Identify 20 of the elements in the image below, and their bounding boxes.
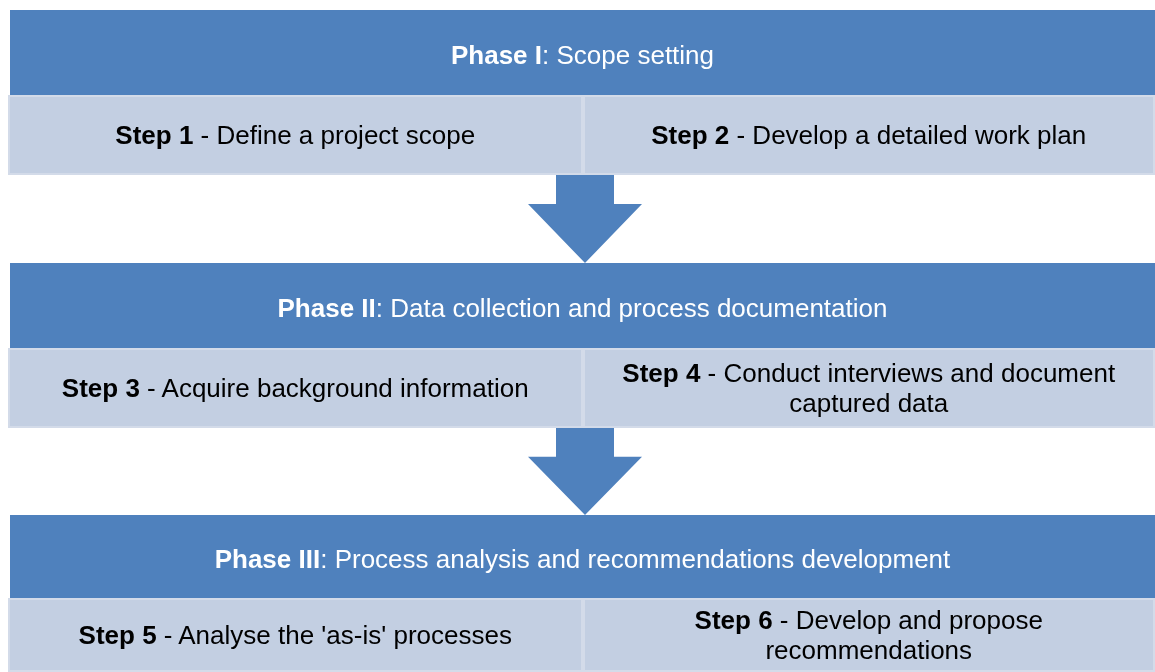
step-text: Step 1 - Define a project scope bbox=[115, 120, 476, 150]
step-text: Step 6 - Develop and propose recommendations bbox=[693, 605, 1044, 665]
phase-heading: Phase I: Scope setting bbox=[450, 39, 715, 72]
step-box bbox=[8, 348, 583, 428]
phase-band bbox=[10, 10, 1155, 175]
phase-band bbox=[10, 515, 1155, 672]
phase-band bbox=[10, 263, 1155, 428]
step-box bbox=[582, 598, 1155, 672]
phase-heading: Phase III: Process analysis and recommendations development bbox=[214, 543, 951, 576]
step-text: Step 3 - Acquire background information bbox=[61, 373, 529, 403]
step-text: Step 4 - Conduct interviews and document captured data bbox=[621, 358, 1117, 418]
step-text: Step 2 - Develop a detailed work plan bbox=[651, 120, 1087, 150]
block-arrow bbox=[528, 175, 642, 263]
step-text: Step 5 - Analyse the 'as-is' processes bbox=[78, 620, 512, 650]
step-box bbox=[582, 348, 1155, 428]
block-arrow bbox=[528, 428, 642, 515]
step-box bbox=[8, 95, 583, 175]
step-box bbox=[8, 598, 583, 672]
step-box bbox=[582, 95, 1155, 175]
phase-heading: Phase II: Data collection and process documentation bbox=[277, 292, 888, 325]
